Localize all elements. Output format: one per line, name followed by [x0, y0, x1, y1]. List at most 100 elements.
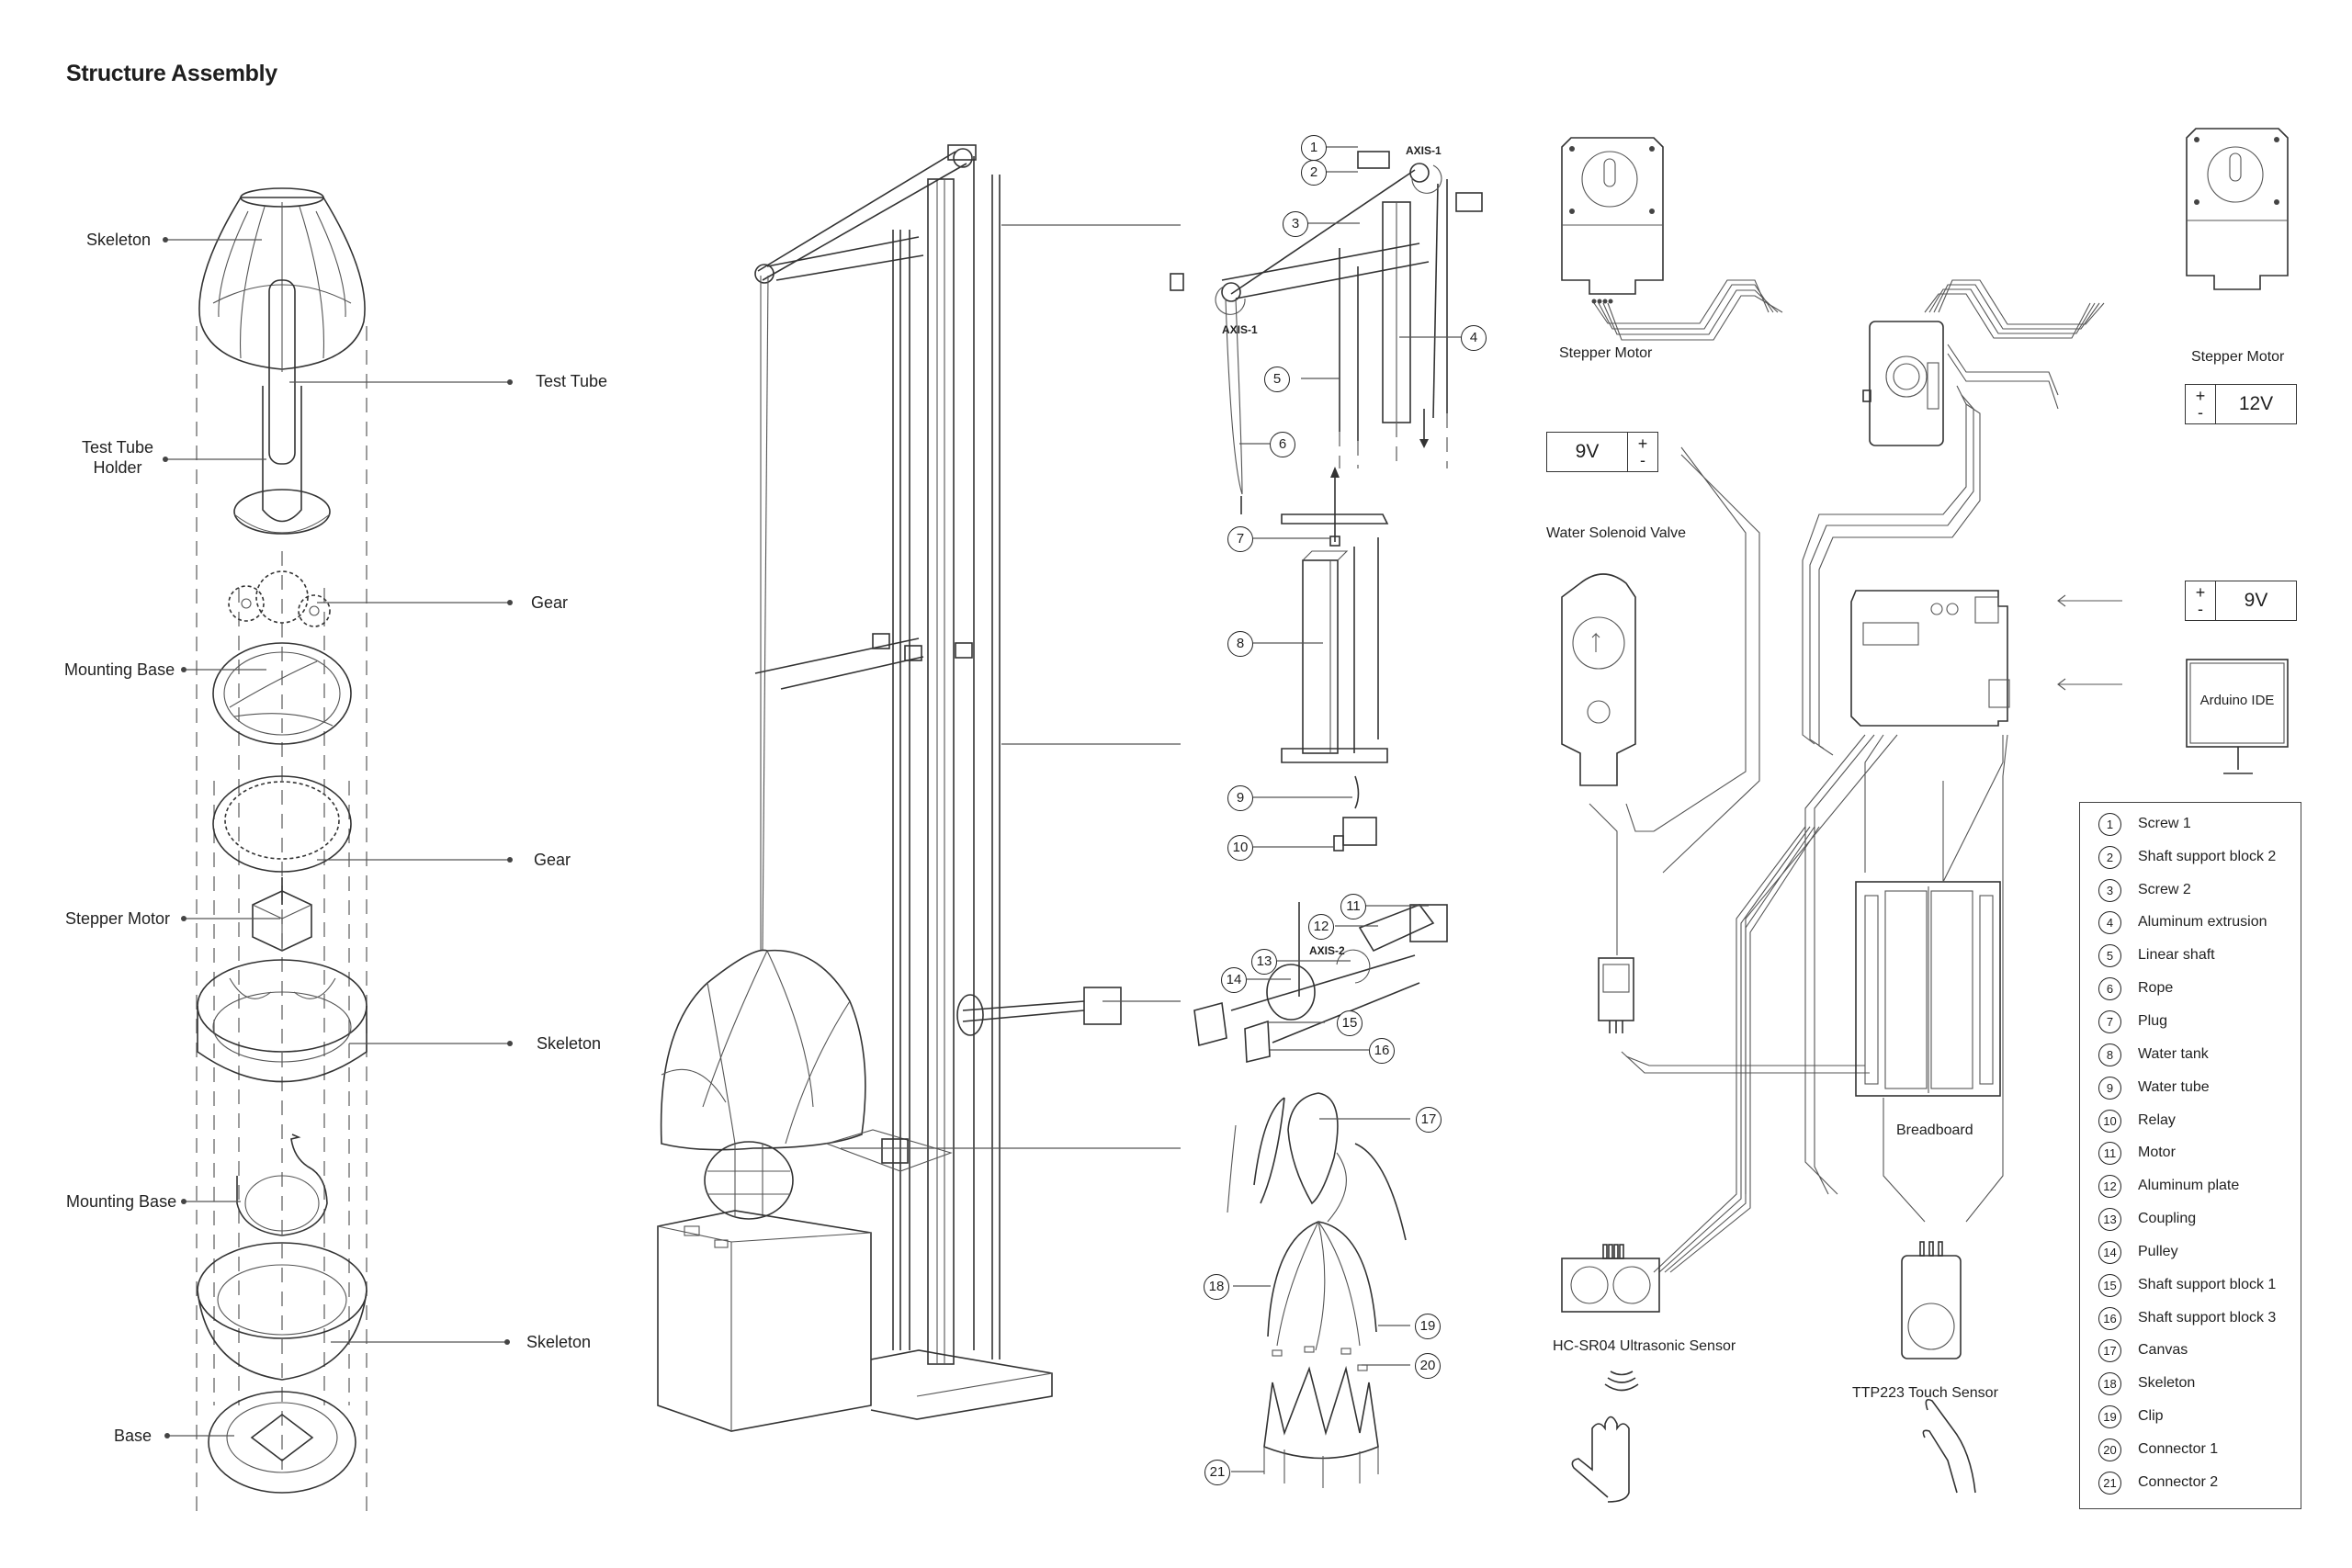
label-base: Base: [114, 1427, 153, 1445]
callout-7: 7: [1227, 526, 1253, 552]
label-mounting-base-1: Mounting Base: [64, 660, 175, 679]
power-supply-9v-left: 9V + -: [1546, 432, 1658, 472]
power-supply-9v-right: + - 9V: [2185, 581, 2297, 621]
touch-sensor-shape: [1901, 1241, 1962, 1359]
label-skeleton-top: Skeleton: [86, 231, 152, 249]
callout-14: 14: [1221, 967, 1247, 993]
callout-5: 5: [1264, 367, 1290, 392]
stepper-motor-cube-shape: [252, 877, 312, 952]
voltage-9v-left: 9V: [1575, 441, 1600, 462]
callout-4: 4: [1461, 325, 1487, 351]
label-breadboard: Breadboard: [1896, 1122, 1973, 1138]
connector-dots-motor-left: [1591, 299, 1613, 304]
polarity-12v: + -: [2186, 385, 2216, 423]
label-gear-ring: Gear: [534, 851, 571, 869]
axis-1-label-top: AXIS-1: [1406, 144, 1442, 157]
callout-13: 13: [1251, 949, 1277, 975]
callout-1: 1: [1301, 135, 1327, 161]
hand-icon: [1571, 1416, 1630, 1503]
callout-21: 21: [1204, 1460, 1230, 1485]
callout-16: 16: [1369, 1038, 1395, 1064]
page-title: Structure Assembly: [66, 61, 277, 86]
label-water-solenoid-valve: Water Solenoid Valve: [1546, 525, 1687, 541]
label-test-tube-holder: Test Tube Holder: [81, 438, 154, 477]
label-skeleton-bottom: Skeleton: [526, 1333, 592, 1351]
callout-9: 9: [1227, 785, 1253, 811]
callout-6: 6: [1270, 432, 1295, 457]
skeleton-mid-shape: [197, 959, 368, 1083]
ring-gear-shape: [212, 775, 352, 873]
power-supply-12v: + - 12V: [2185, 384, 2297, 424]
label-skeleton-mid: Skeleton: [537, 1034, 602, 1053]
stepper-motor-left-shape: [1561, 137, 1664, 295]
exploded-lamp-drawing: [163, 187, 513, 1516]
axis-1-label-left: AXIS-1: [1222, 323, 1258, 336]
callout-17: 17: [1416, 1107, 1442, 1133]
callout-10: 10: [1227, 835, 1253, 861]
callout-15: 15: [1337, 1010, 1363, 1036]
assembled-machine-drawing: [657, 144, 1181, 1432]
callout-3: 3: [1283, 211, 1308, 237]
label-stepper-motor: Stepper Motor: [65, 909, 171, 928]
label-mounting-base-2: Mounting Base: [66, 1192, 177, 1211]
motor-driver-board-shape: [1862, 321, 1944, 446]
callout-20: 20: [1415, 1353, 1441, 1379]
base-plate-shape: [208, 1391, 356, 1494]
exploded-mechanism-drawing: [1170, 146, 1483, 1488]
water-solenoid-valve-shape: [1561, 573, 1636, 786]
monitor-icon: [2186, 659, 2289, 774]
polarity-9v-left: + -: [1627, 433, 1657, 471]
callout-19: 19: [1415, 1314, 1441, 1339]
voltage-12v: 12V: [2238, 393, 2274, 414]
finger-touch-icon: [1922, 1398, 1976, 1494]
callout-18: 18: [1204, 1274, 1229, 1300]
test-tube-holder-shape: [233, 279, 331, 535]
label-test-tube: Test Tube: [536, 372, 608, 390]
label-gear-small: Gear: [531, 593, 569, 612]
label-touch-sensor: TTP223 Touch Sensor: [1852, 1385, 1998, 1401]
label-stepper-motor-left: Stepper Motor: [1559, 345, 1653, 361]
skeleton-top-shape: [198, 187, 366, 372]
mounting-base-1-shape: [212, 642, 352, 745]
stepper-motor-right-shape: [2186, 128, 2289, 290]
axis-2-label: AXIS-2: [1309, 944, 1345, 957]
label-arduino-ide: Arduino IDE: [2199, 693, 2275, 708]
mounting-base-2-shape: [236, 1134, 328, 1236]
ultrasonic-sensor-shape: [1561, 1244, 1660, 1313]
callout-12: 12: [1308, 914, 1334, 940]
circuit-drawing: [1561, 128, 2289, 1503]
label-stepper-motor-right: Stepper Motor: [2191, 349, 2285, 365]
callout-2: 2: [1301, 160, 1327, 186]
small-gears-shape: [228, 570, 331, 627]
callout-11: 11: [1340, 894, 1366, 919]
breadboard-shape: [1855, 881, 2001, 1097]
callout-8: 8: [1227, 631, 1253, 657]
voltage-9v-right: 9V: [2244, 590, 2268, 611]
label-ultrasonic-sensor: HC-SR04 Ultrasonic Sensor: [1553, 1338, 1736, 1354]
sound-wave-icon: [1604, 1371, 1639, 1392]
relay-module-shape: [1598, 957, 1634, 1033]
